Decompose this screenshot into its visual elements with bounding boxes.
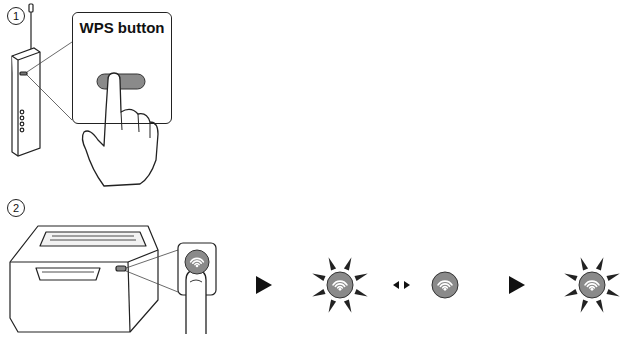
wifi-arc: [590, 287, 595, 288]
icon-disc: [327, 272, 353, 298]
leader-line: [27, 42, 72, 72]
blink-ray: [564, 289, 577, 297]
finger-nail: [190, 280, 202, 282]
wifi-arc: [195, 263, 199, 264]
callout-number: 1: [8, 8, 24, 24]
blink-ray: [344, 257, 352, 270]
icon-disc: [432, 272, 458, 298]
step-arrow: [256, 276, 272, 294]
callout-box: WPS button: [72, 12, 172, 124]
callout-number: 2: [8, 200, 24, 216]
blink-ray: [354, 289, 367, 297]
finger: [186, 270, 206, 334]
blink-ray: [354, 274, 367, 282]
wps-button: [97, 74, 145, 89]
wifi-arc: [338, 287, 343, 288]
wifi-dot: [444, 288, 447, 291]
blink-ray: [312, 274, 325, 282]
icon-disc: [579, 272, 605, 298]
blink-ray: [606, 289, 619, 297]
leader-line: [27, 75, 72, 120]
finger-lines: [121, 112, 150, 138]
blink-ray: [564, 274, 577, 282]
router: [12, 4, 40, 156]
blink-ray: [606, 274, 619, 282]
callout-circle: [8, 200, 25, 217]
blink-ray: [596, 299, 604, 312]
step-arrow: [509, 276, 525, 294]
blink-ray: [581, 299, 589, 312]
leader-line: [126, 250, 178, 268]
wifi-dot: [339, 288, 342, 291]
toggle-arrows: [393, 281, 410, 289]
hand: [82, 73, 158, 186]
icon-disc: [185, 250, 209, 274]
callout-circle: [8, 8, 25, 25]
blink-ray: [596, 257, 604, 270]
wifi-icon: [432, 272, 458, 298]
wifi-dot: [591, 288, 594, 291]
wifi-arc: [443, 287, 448, 288]
wifi-icon: [185, 250, 209, 274]
wifi-dot: [196, 265, 199, 268]
wifi-icon: [327, 272, 353, 298]
printer: [10, 226, 158, 332]
button-name: WPS button: [73, 13, 171, 36]
leader-line: [126, 271, 178, 292]
blink-ray: [344, 299, 352, 312]
blink-ray: [329, 299, 337, 312]
blink-ray: [581, 257, 589, 270]
blink-ray: [329, 257, 337, 270]
blink-ray: [312, 289, 325, 297]
wifi-icon: [579, 272, 605, 298]
